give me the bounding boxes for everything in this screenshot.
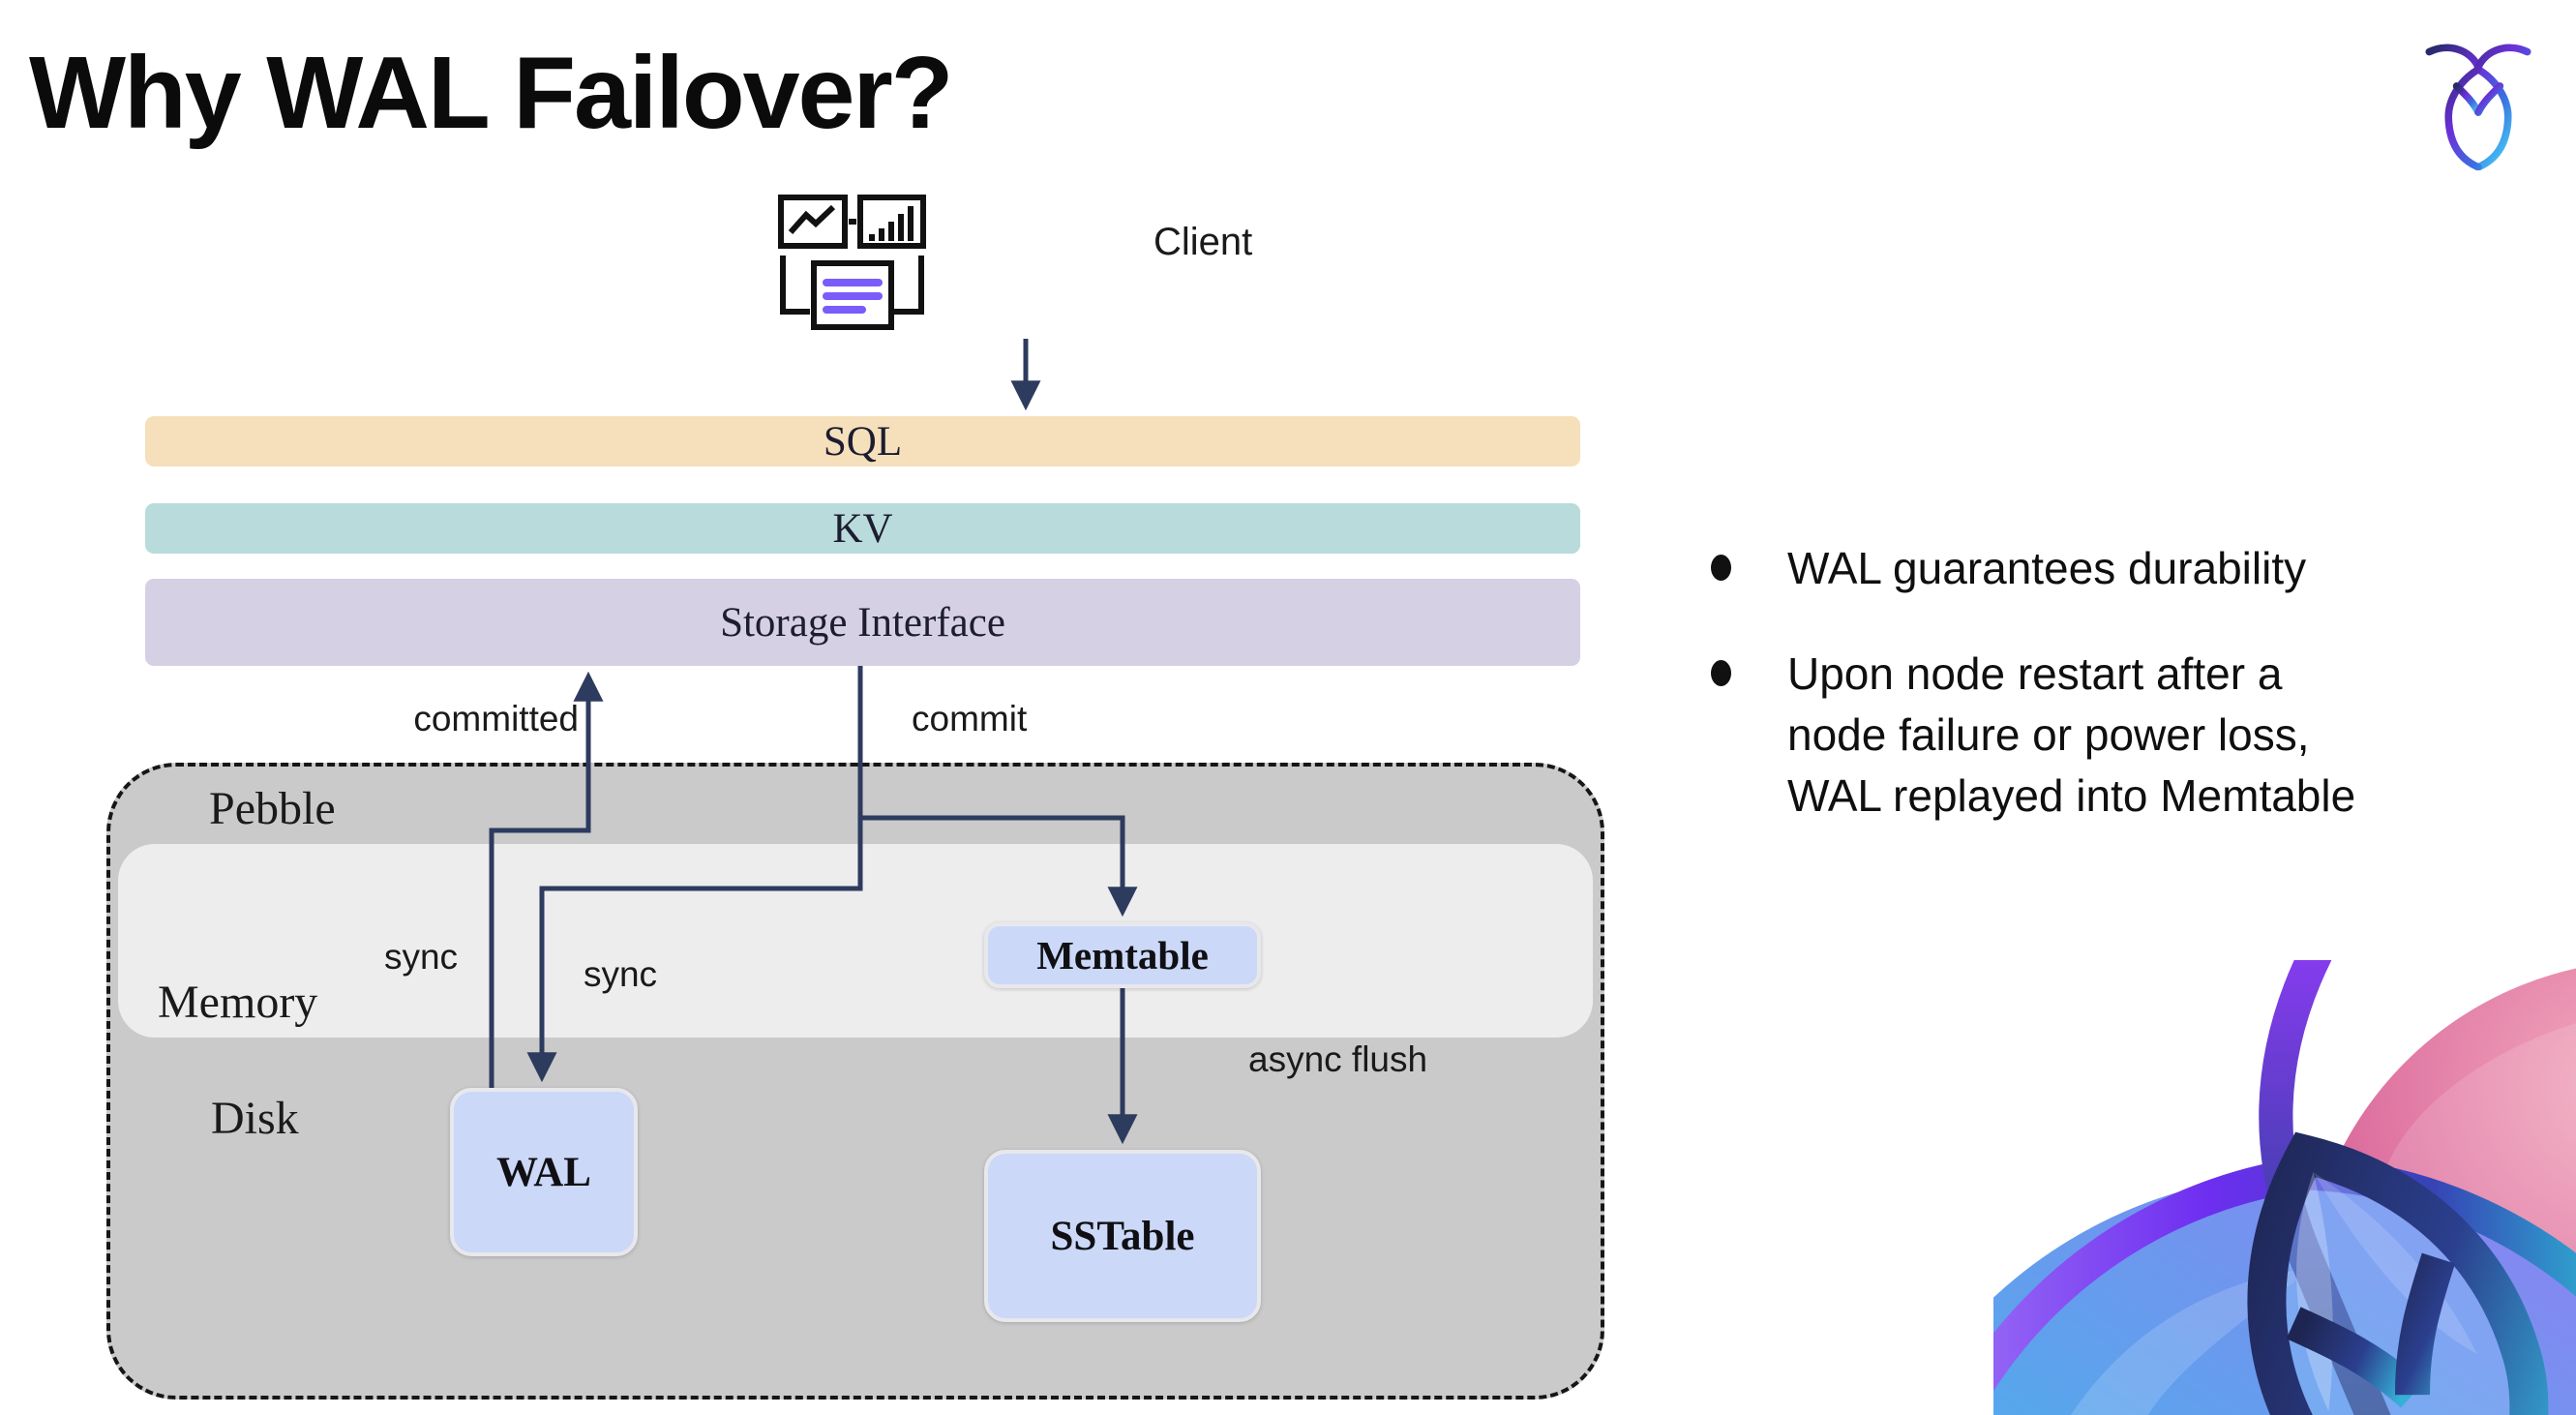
kv-layer-bar: KV bbox=[145, 503, 1580, 554]
cockroachdb-logo-icon bbox=[2425, 44, 2531, 170]
sync-right-edge-label: sync bbox=[583, 954, 658, 994]
client-workstation-icon bbox=[778, 195, 926, 330]
list-item: Upon node restart after a node failure o… bbox=[1711, 644, 2576, 827]
cockroachdb-brand-art bbox=[1993, 960, 2576, 1415]
bullet-text: Upon node restart after a node failure o… bbox=[1787, 648, 2356, 821]
bullet-dot-icon bbox=[1711, 555, 1731, 581]
disk-label: Disk bbox=[211, 1093, 299, 1144]
storage-interface-layer-bar: Storage Interface bbox=[145, 579, 1580, 666]
sync-left-edge-label: sync bbox=[383, 937, 459, 977]
roach-leaf-mark bbox=[2247, 1131, 2549, 1415]
page-title: Why WAL Failover? bbox=[29, 36, 953, 150]
async-flush-edge-label: async flush bbox=[1248, 1039, 1428, 1079]
commit-edge-label: commit bbox=[912, 699, 1028, 738]
client-label: Client bbox=[1153, 221, 1253, 263]
memory-band bbox=[118, 844, 1593, 1038]
list-item: WAL guarantees durability bbox=[1711, 538, 2576, 599]
committed-edge-label: committed bbox=[413, 699, 579, 738]
bracket-left bbox=[780, 256, 810, 315]
bullet-list: WAL guarantees durability Upon node rest… bbox=[1711, 538, 2576, 871]
wal-node: WAL bbox=[450, 1088, 638, 1256]
memtable-node: Memtable bbox=[984, 922, 1261, 988]
sstable-node: SSTable bbox=[984, 1150, 1261, 1322]
sql-layer-bar: SQL bbox=[145, 416, 1580, 467]
memory-label: Memory bbox=[158, 977, 318, 1028]
bullet-text: WAL guarantees durability bbox=[1787, 543, 2307, 593]
crossing-arc bbox=[2259, 960, 2391, 1415]
pebble-label: Pebble bbox=[209, 783, 336, 834]
bullet-dot-icon bbox=[1711, 660, 1731, 686]
bracket-right bbox=[894, 256, 924, 315]
purple-arc bbox=[1993, 1156, 2576, 1392]
